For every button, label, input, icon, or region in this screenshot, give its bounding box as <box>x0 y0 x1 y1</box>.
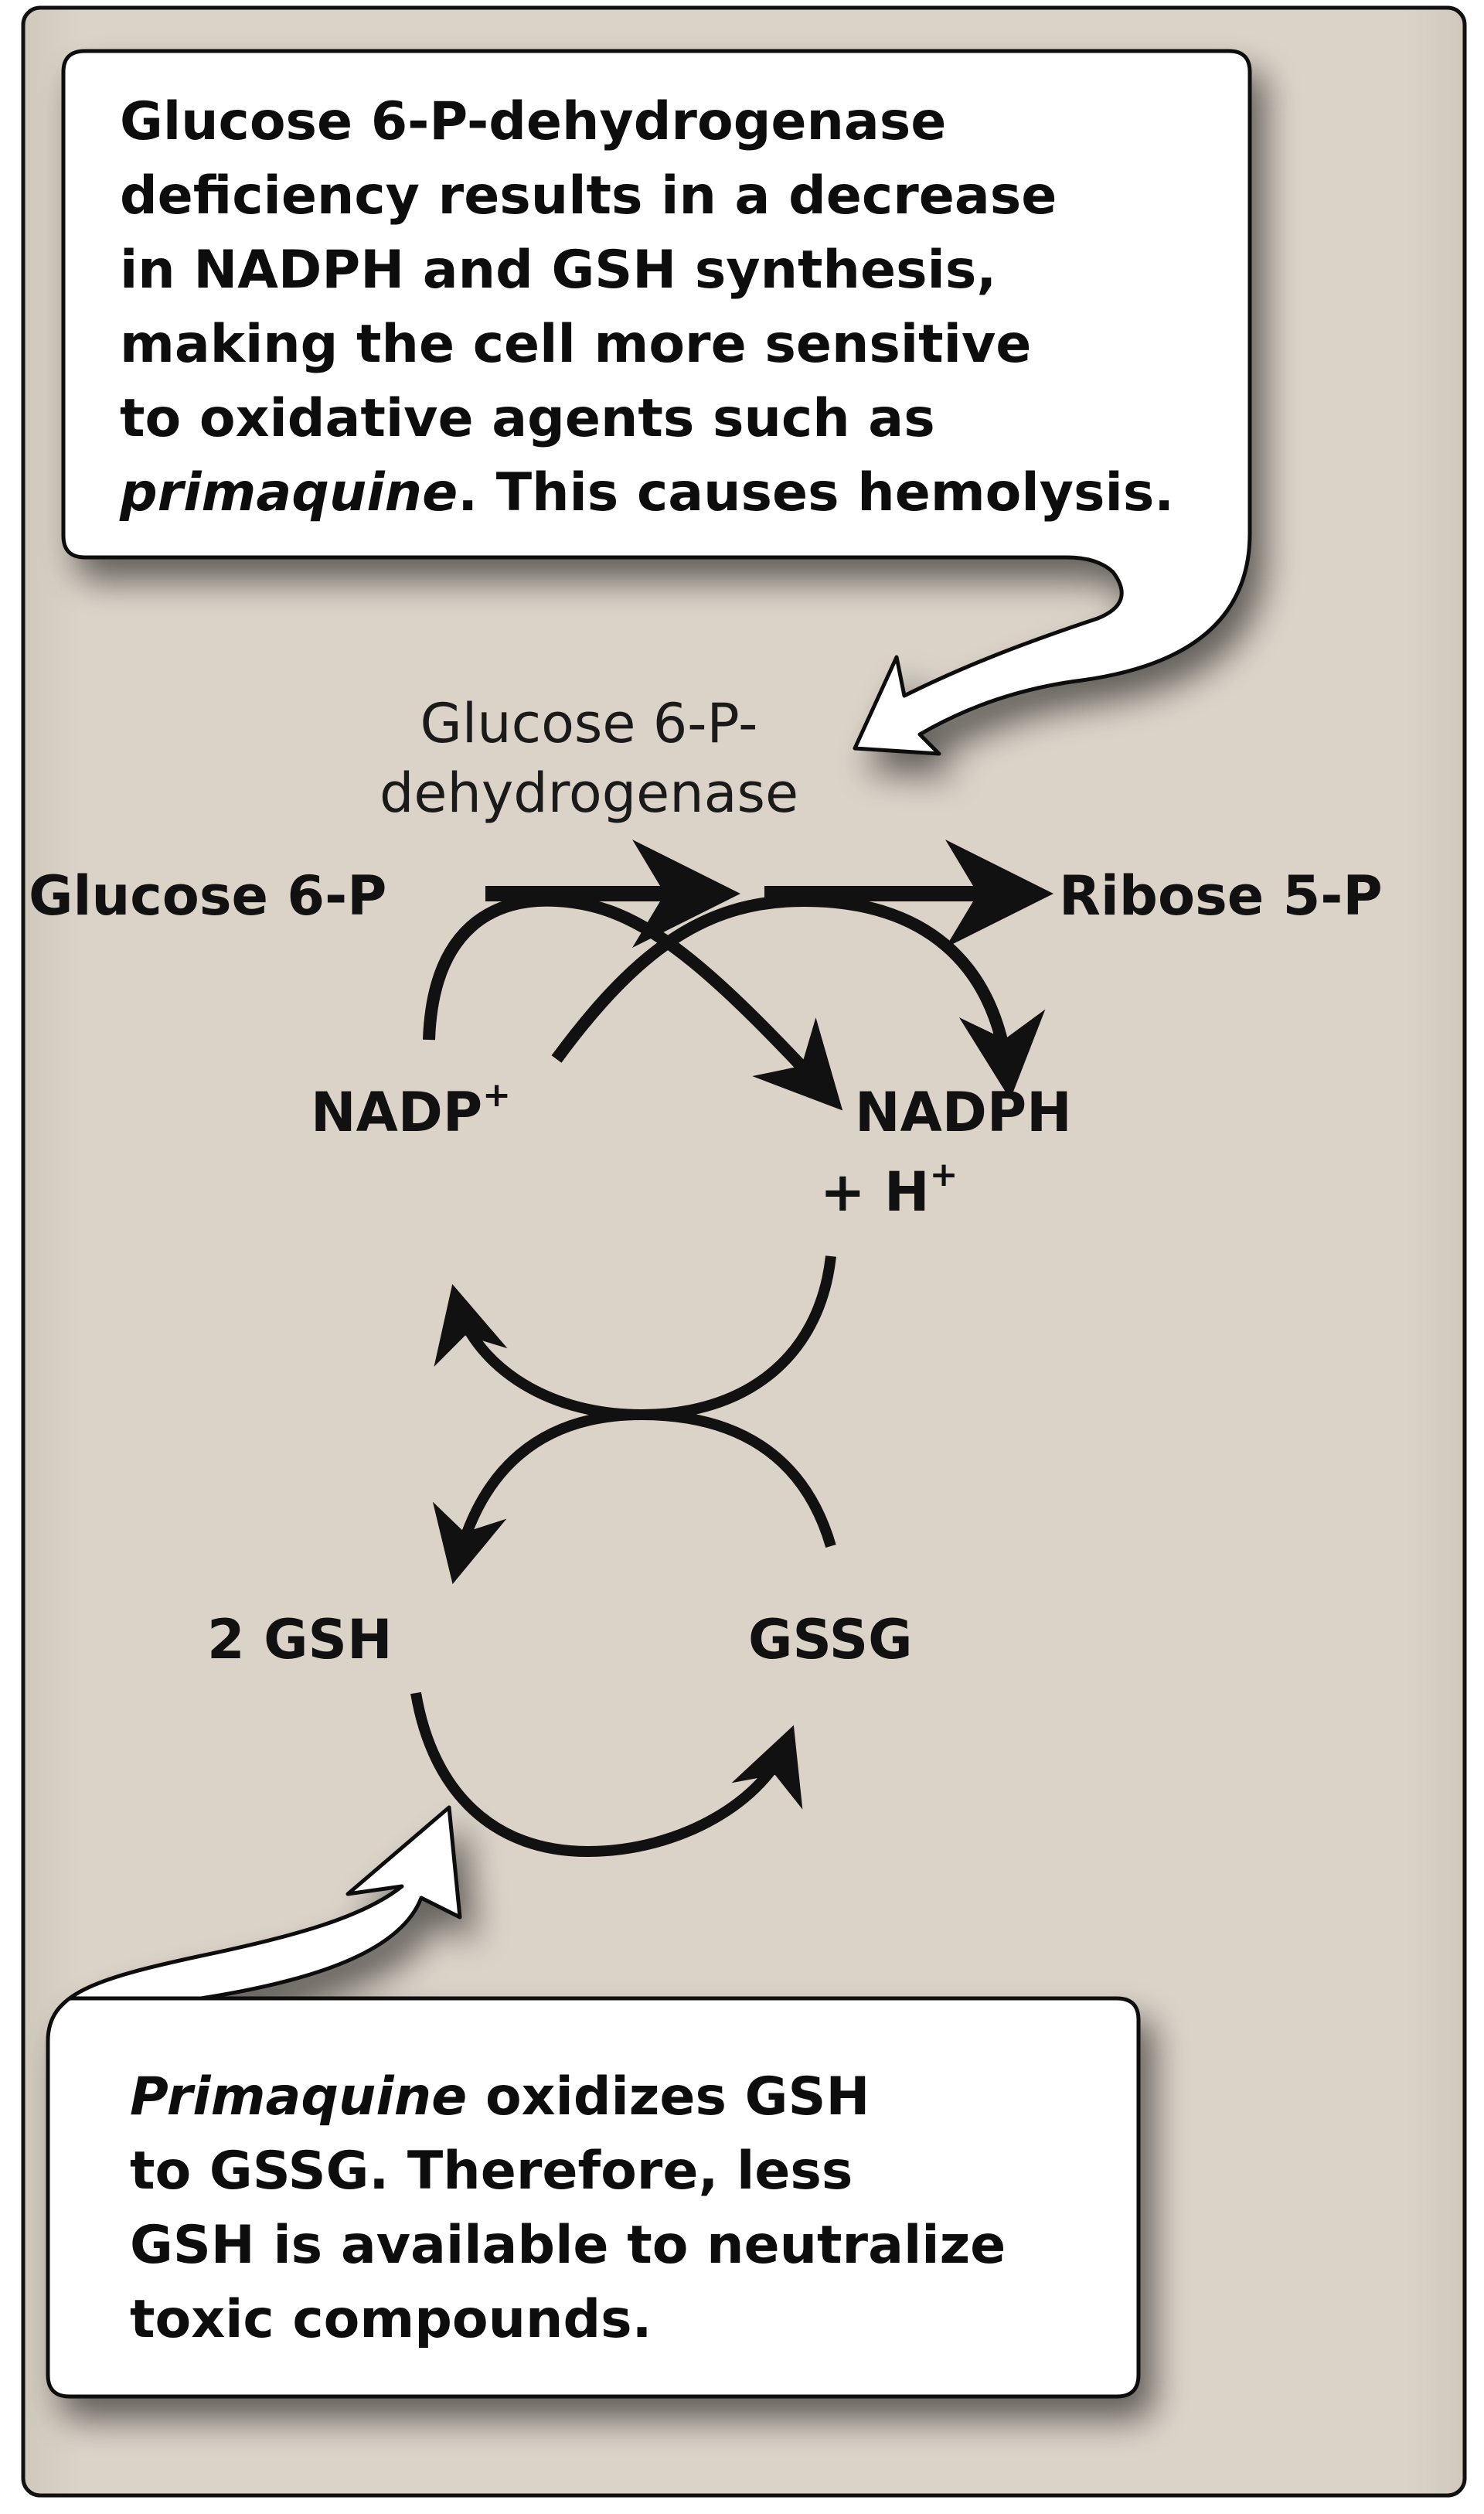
text-run: to oxidative agents such as <box>120 388 935 449</box>
gssg-to-gsh-arc <box>432 1409 836 1585</box>
gsh-oxidation-arc <box>410 1691 803 1858</box>
text-run: oxidizes GSH <box>467 2066 870 2127</box>
nadph-label: NADPH <box>855 1081 1072 1144</box>
cofactor-arc-1 <box>423 894 843 1111</box>
top-callout <box>61 49 1252 756</box>
nadp-plus-label: NADP+ <box>311 1075 511 1144</box>
bottom-callout-text: Primaquine oxidizes GSH to GSSG. Therefor… <box>130 2066 1006 2350</box>
bottom-callout-line: GSH is available to neutralize <box>130 2215 1006 2276</box>
text-run: Glucose 6-P-dehydrogenase <box>120 91 946 152</box>
bottom-callout-shape <box>46 1805 1141 2399</box>
bottom-callout-line: toxic compounds. <box>130 2289 652 2350</box>
top-callout-line: deficiency results in a decrease <box>120 165 1057 227</box>
text-run: in NADPH and GSH synthesis, <box>120 240 996 301</box>
top-callout-line: to oxidative agents such as <box>120 388 935 449</box>
cofactor-arc-2 <box>551 894 1046 1100</box>
italic-drug-name: Primaquine <box>130 2066 467 2127</box>
top-callout-line: primaquine. This causes hemolysis. <box>119 462 1174 523</box>
top-callout-line: Glucose 6-P-dehydrogenase <box>120 91 946 152</box>
proton-label: + H+ <box>820 1155 958 1224</box>
text-run: making the cell more sensitive <box>120 314 1031 375</box>
gsh-label: 2 GSH <box>207 1608 393 1671</box>
substrate-glucose-6-p: Glucose 6-P <box>29 864 386 928</box>
italic-drug-name: primaquine <box>119 462 458 523</box>
top-callout-line: in NADPH and GSH synthesis, <box>120 240 996 301</box>
top-callout-line: making the cell more sensitive <box>120 314 1031 375</box>
top-callout-shape <box>61 49 1252 756</box>
bottom-callout-line: Primaquine oxidizes GSH <box>130 2066 870 2127</box>
text-run: to GSSG. Therefore, less <box>130 2141 853 2202</box>
gssg-label: GSSG <box>748 1608 913 1671</box>
top-callout-text: Glucose 6-P-dehydrogenase deficiency resu… <box>119 91 1174 523</box>
glutathione-reductase-coupling <box>432 1255 836 1585</box>
bottom-callout <box>46 1805 1141 2399</box>
text-run: deficiency results in a decrease <box>120 165 1057 227</box>
text-run: GSH is available to neutralize <box>130 2215 1006 2276</box>
bottom-callout-line: to GSSG. Therefore, less <box>130 2141 853 2202</box>
text-run: toxic compounds. <box>130 2289 652 2350</box>
enzyme-label-line2: dehydrogenase <box>380 761 798 825</box>
reaction-arrows <box>423 840 1053 1111</box>
product-ribose-5-p: Ribose 5-P <box>1059 864 1383 928</box>
enzyme-label-line1: Glucose 6-P- <box>420 692 758 755</box>
text-run: . This causes hemolysis. <box>458 462 1174 523</box>
